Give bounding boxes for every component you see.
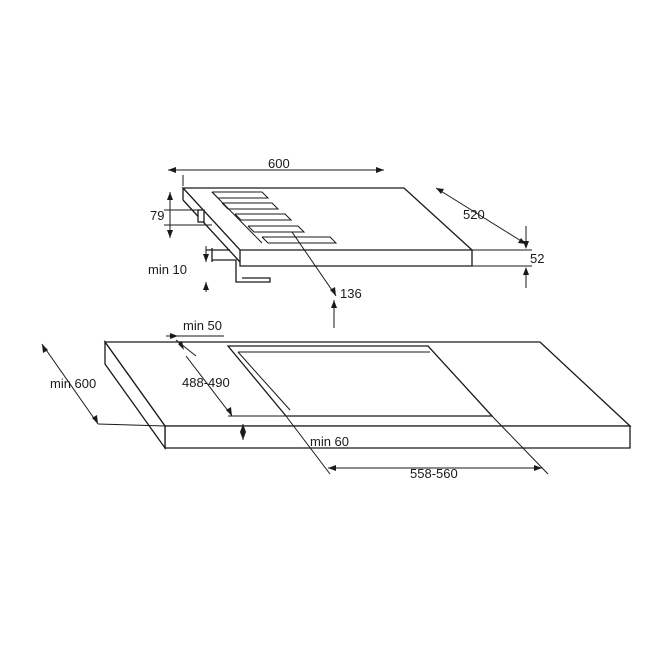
- worktop-drawing: [103, 339, 632, 451]
- dim-height-52: 52: [472, 226, 544, 288]
- label-136: 136: [340, 286, 362, 301]
- label-min-60: min 60: [310, 434, 349, 449]
- label-height-52: 52: [530, 251, 544, 266]
- hob-drawing: [181, 187, 474, 283]
- label-width-600: 600: [268, 156, 290, 171]
- label-height-79: 79: [150, 208, 164, 223]
- hob-front-edge: [239, 250, 473, 267]
- label-cutout-depth: 488-490: [182, 375, 230, 390]
- dim-height-79: 79: [150, 192, 212, 238]
- dim-min-50: min 50: [166, 318, 224, 357]
- label-min-600: min 600: [50, 376, 96, 391]
- worktop-side-face: [104, 339, 166, 451]
- dim-cutout-depth: 488-490: [182, 355, 290, 417]
- hob-top-plate: [181, 187, 474, 251]
- dim-cutout-width: 558-560: [285, 415, 549, 481]
- dim-width-600: 600: [168, 156, 384, 186]
- dim-136: 136: [291, 231, 362, 328]
- hob-side-tab: [197, 209, 205, 223]
- dim-min-60: min 60: [240, 424, 349, 449]
- label-min-10: min 10: [148, 262, 187, 277]
- dim-min-600: min 600: [41, 343, 166, 427]
- hob-control-strip: [211, 191, 338, 244]
- mounting-clip: [206, 248, 271, 283]
- dim-min-10: min 10: [148, 246, 209, 292]
- worktop-front-face: [164, 425, 631, 449]
- label-min-50: min 50: [183, 318, 222, 333]
- label-depth-520: 520: [463, 207, 485, 222]
- label-cutout-width: 558-560: [410, 466, 458, 481]
